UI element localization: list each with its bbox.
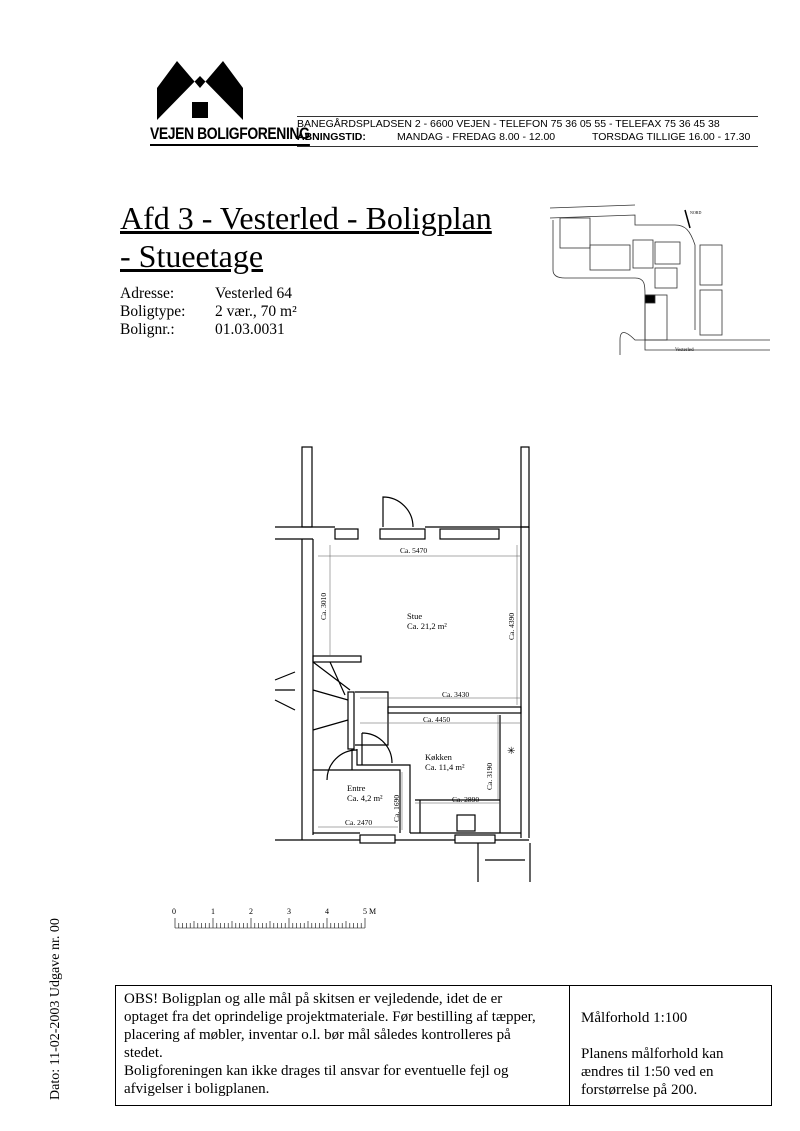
room-area-entre: Ca. 4,2 m² — [347, 793, 383, 803]
notice-line: afvigelser i boligplanen. — [124, 1081, 270, 1097]
logo-house-icon — [157, 61, 243, 120]
info-label-number: Bolignr.: — [120, 321, 175, 338]
room-area-kokken: Ca. 11,4 m² — [425, 762, 465, 772]
info-value-number: 01.03.0031 — [215, 321, 285, 338]
room-name-stue: Stue — [407, 611, 422, 621]
page-title: Afd 3 - Vesterled - Boligplan — [120, 200, 492, 236]
scale-label-3: 3 — [287, 907, 291, 916]
header-rule-bottom — [297, 146, 758, 147]
logo-text: VEJEN BOLIGFORENING — [150, 124, 310, 146]
dim-2890: Ca. 2890 — [452, 795, 479, 804]
dim-4390: Ca. 4390 — [507, 613, 516, 640]
notice-line: Boligforeningen kan ikke drages til ansv… — [124, 1063, 509, 1079]
hours-thursday: TORSDAG TILLIGE 16.00 - 17.30 — [592, 131, 751, 143]
dim-1690: Ca. 1690 — [392, 795, 401, 822]
room-name-entre: Entre — [347, 783, 366, 793]
header-hours: ABNINGSTID: MANDAG - FREDAG 8.00 - 12.00 T… — [297, 131, 757, 143]
scale-label-5: 5 M — [363, 907, 376, 916]
dim-4450: Ca. 4450 — [423, 715, 450, 724]
info-value-address: Vesterled 64 — [215, 285, 293, 302]
site-street-label: Vesterled — [675, 348, 694, 353]
page-subtitle: - Stueetage — [120, 238, 264, 274]
scale-line: forstørrelse på 200. — [581, 1082, 698, 1098]
notice-line: placering af møbler, inventar o.l. bør m… — [124, 1027, 511, 1043]
hours-weekdays: MANDAG - FREDAG 8.00 - 12.00 — [397, 131, 556, 143]
hours-label: ABNINGSTID: — [297, 131, 366, 143]
header-address: BANEGÅRDSPLADSEN 2 - 6600 VEJEN - TELEFO… — [297, 118, 720, 130]
notice-line: optaget fra det oprindelige projektmater… — [124, 1009, 536, 1025]
north-arrow-icon — [684, 209, 691, 229]
dim-2470: Ca. 2470 — [345, 818, 372, 827]
site-north-label: NORD — [690, 210, 701, 215]
scale-line: ændres til 1:50 ved en — [581, 1064, 714, 1080]
scale-title: Målforhold 1:100 — [581, 1010, 688, 1026]
notice-divider — [569, 986, 570, 1105]
room-name-kokken: Køkken — [425, 752, 453, 762]
notice-line: stedet. — [124, 1045, 163, 1061]
date-edition: Dato: 11-02-2003 Udgave nr. 00 — [48, 918, 63, 1100]
dim-5470: Ca. 5470 — [400, 546, 427, 555]
scale-bar: 0 1 2 3 4 5 M — [172, 907, 376, 929]
scale-line: Planens målforhold kan — [581, 1046, 724, 1062]
dim-3430: Ca. 3430 — [442, 690, 469, 699]
info-value-type: 2 vær., 70 m² — [215, 303, 297, 320]
dim-3010: Ca. 3010 — [319, 593, 328, 620]
stove-icon: ✳ — [507, 746, 515, 757]
scale-label-1: 1 — [211, 907, 215, 916]
notice-box: OBS! Boligplan og alle mål på skitsen er… — [115, 985, 772, 1106]
scale-label-2: 2 — [249, 907, 253, 916]
info-label-type: Boligtype: — [120, 303, 186, 320]
scale-label-4: 4 — [325, 907, 329, 916]
notice-line: OBS! Boligplan og alle mål på skitsen er… — [124, 991, 503, 1007]
scale-label-0: 0 — [172, 907, 176, 916]
info-label-address: Adresse: — [120, 285, 175, 302]
dim-3190: Ca. 3190 — [485, 763, 494, 790]
site-plan: NORD Vesterled — [549, 204, 770, 355]
header-rule-top — [297, 116, 758, 117]
room-area-stue: Ca. 21,2 m² — [407, 621, 447, 631]
